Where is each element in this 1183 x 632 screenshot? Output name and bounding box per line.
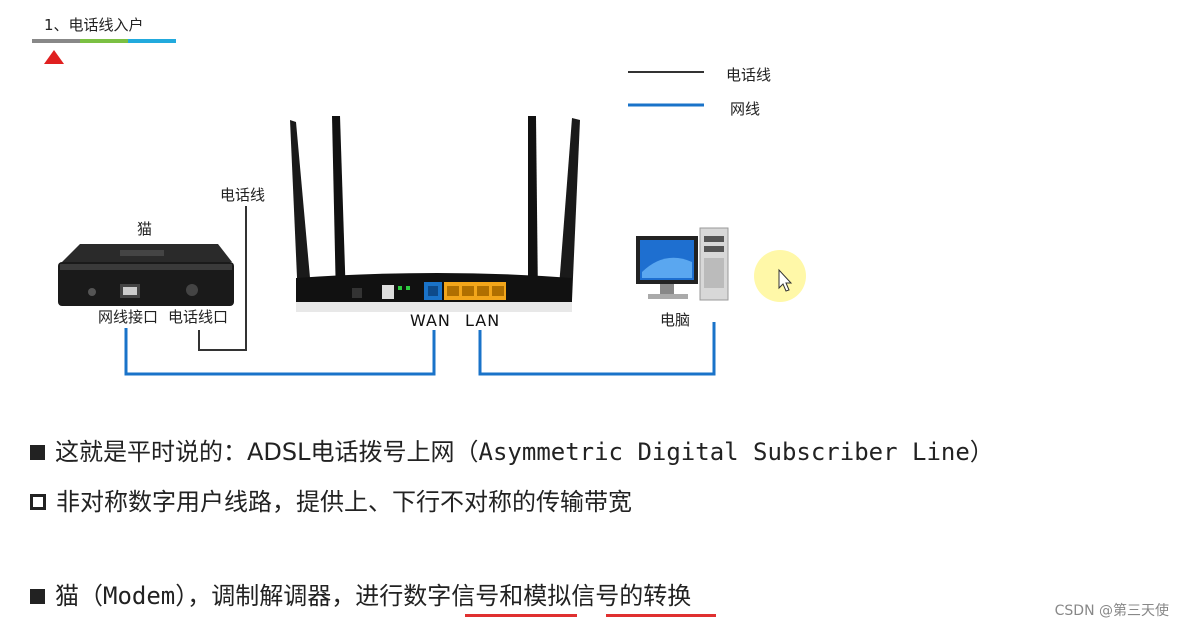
bullet-asymmetric: 非对称数字用户线路，提供上、下行不对称的传输带宽	[30, 482, 632, 517]
bullet-modem-digital: 数字信号	[403, 582, 500, 610]
cursor-icon	[778, 268, 793, 292]
bullet-modem-end: 的转换	[619, 582, 692, 610]
phone-port-label: 电话线口	[168, 308, 229, 326]
lan-label: LAN	[465, 311, 501, 330]
lan-network-wire	[478, 322, 716, 376]
progress-bar	[32, 39, 176, 43]
bullet-adsl-end: ）	[969, 438, 994, 466]
bullet-modem-analog: 模拟信号	[523, 582, 620, 610]
bullet-adsl-english: Asymmetric Digital Subscriber Line	[478, 438, 970, 466]
bullet-modem-english: Modem	[103, 582, 176, 610]
progress-marker-icon	[44, 50, 64, 64]
progress-segment-green	[80, 39, 128, 43]
legend-network-label: 网线	[730, 100, 761, 118]
modem-label: 猫	[137, 220, 153, 238]
bullet-modem: 猫（Modem），调制解调器，进行数字信号和模拟信号的转换	[30, 576, 691, 611]
progress-segment-gray	[32, 39, 80, 43]
bullet-square-icon	[30, 445, 45, 460]
bullet-adsl: 这就是平时说的：ADSL电话拨号上网（Asymmetric Digital Su…	[30, 432, 994, 467]
progress-segment-blue	[128, 39, 176, 43]
underline-analog-signal	[606, 614, 716, 617]
watermark: CSDN @第三天使	[1054, 603, 1169, 619]
phone-line-wire	[198, 206, 247, 351]
bullet-modem-mid: ），调制解调器，进行	[175, 582, 404, 610]
bullet-modem-and: 和	[499, 582, 524, 610]
bullet-adsl-text: 这就是平时说的：ADSL电话拨号上网（	[55, 438, 479, 466]
computer-label: 电脑	[660, 311, 691, 329]
underline-digital-signal	[465, 614, 577, 617]
network-port-label: 网线接口	[98, 308, 159, 326]
wan-label: WAN	[410, 311, 451, 330]
bullet-square-icon	[30, 589, 45, 604]
section-heading: 1、电话线入户	[44, 16, 144, 34]
bullet-asymmetric-text: 非对称数字用户线路，提供上、下行不对称的传输带宽	[56, 488, 632, 516]
bullet-hollow-square-icon	[30, 494, 46, 510]
phone-line-label: 电话线	[220, 186, 266, 204]
modem-device	[58, 244, 234, 306]
router-device	[290, 116, 580, 312]
legend-phone-label: 电话线	[726, 66, 772, 84]
bullet-modem-pre: 猫（	[55, 582, 103, 610]
computer-device	[636, 227, 729, 301]
wan-network-wire	[124, 328, 436, 376]
